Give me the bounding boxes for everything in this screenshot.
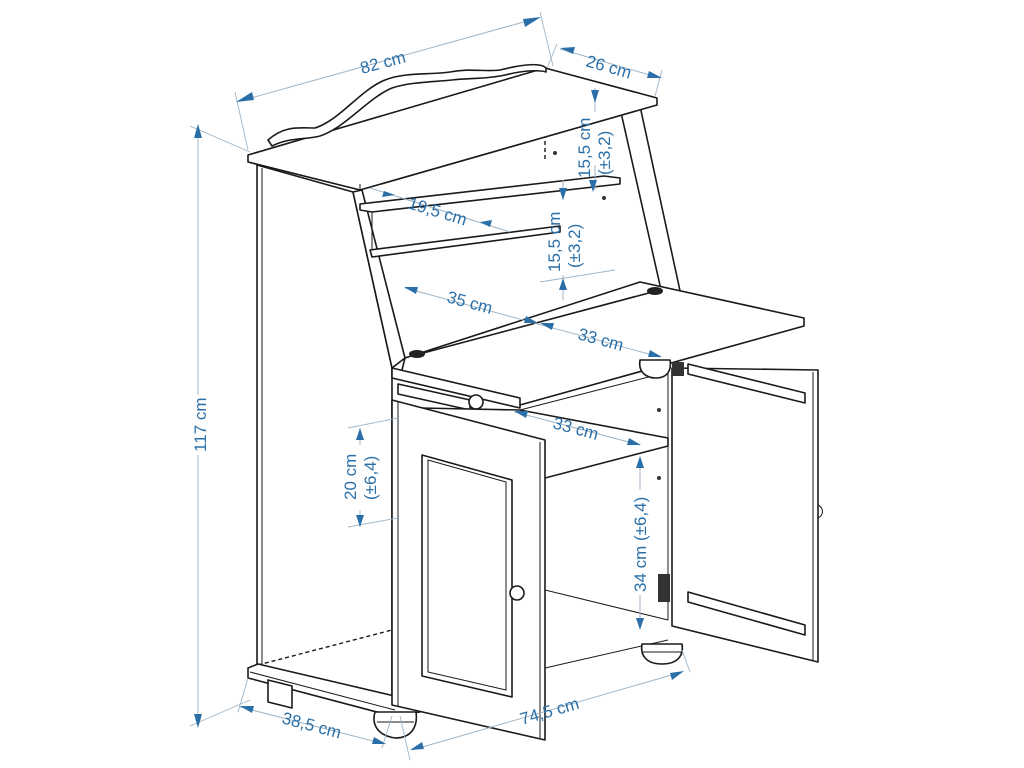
label-lower-bottom-gap: 34 cm (±6,4) xyxy=(631,497,650,592)
dim-upper-gap-2: 15,5 cm (±3,2) xyxy=(539,180,616,300)
right-foot xyxy=(640,643,684,665)
right-upper-side xyxy=(619,105,683,304)
dim-upper-gap-1: 15,5 cm (±3,2) xyxy=(575,88,614,192)
label-upper-gap-1: 15,5 cm xyxy=(575,118,594,178)
top-crest xyxy=(267,63,547,147)
label-total-width: 82 cm xyxy=(358,48,408,78)
dim-total-width: 82 cm xyxy=(234,11,554,151)
label-upper-gap-2: 15,5 cm xyxy=(545,212,564,272)
right-door xyxy=(671,367,819,663)
dim-lower-bottom-gap: 34 cm (±6,4) xyxy=(631,456,650,630)
label-upper-gap-1-tolerance: (±3,2) xyxy=(595,131,614,175)
label-top-depth: 26 cm xyxy=(584,52,634,83)
left-door-knob xyxy=(509,585,525,601)
label-flap-inner-depth: 35 cm xyxy=(445,288,495,318)
upper-shelf xyxy=(359,175,621,213)
label-total-height: 117 cm xyxy=(191,398,210,453)
dim-lower-upper-gap: 20 cm (±6,4) xyxy=(341,417,399,528)
cabinet-drawing xyxy=(247,63,823,741)
back-foot xyxy=(267,679,293,709)
label-lower-upper-gap-tolerance: (±6,4) xyxy=(361,456,380,500)
dim-total-height: 117 cm xyxy=(189,124,251,728)
left-door-panel xyxy=(421,454,513,698)
label-base-depth: 38,5 cm xyxy=(280,709,343,743)
label-upper-gap-2-tolerance: (±3,2) xyxy=(565,224,584,268)
front-foot xyxy=(373,711,418,739)
label-lower-upper-gap: 20 cm xyxy=(341,454,360,500)
